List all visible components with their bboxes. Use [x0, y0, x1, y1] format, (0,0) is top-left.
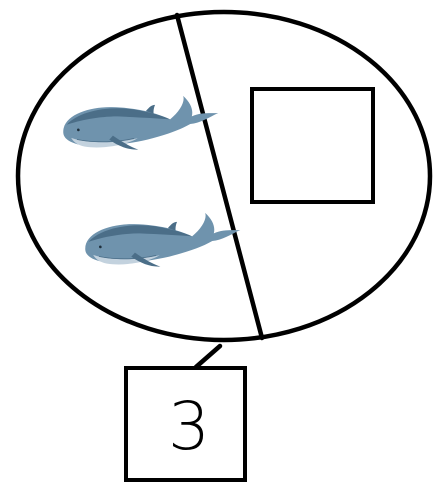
parts-ellipse [15, 9, 433, 343]
divider-line [174, 12, 265, 341]
known-part [61, 93, 243, 271]
connector-line [193, 343, 223, 370]
missing-part-box[interactable] [250, 87, 375, 204]
whole-value: 3 [168, 388, 210, 465]
whale-icon [61, 93, 221, 154]
whale-icon [83, 210, 243, 271]
whole-box [124, 366, 247, 482]
